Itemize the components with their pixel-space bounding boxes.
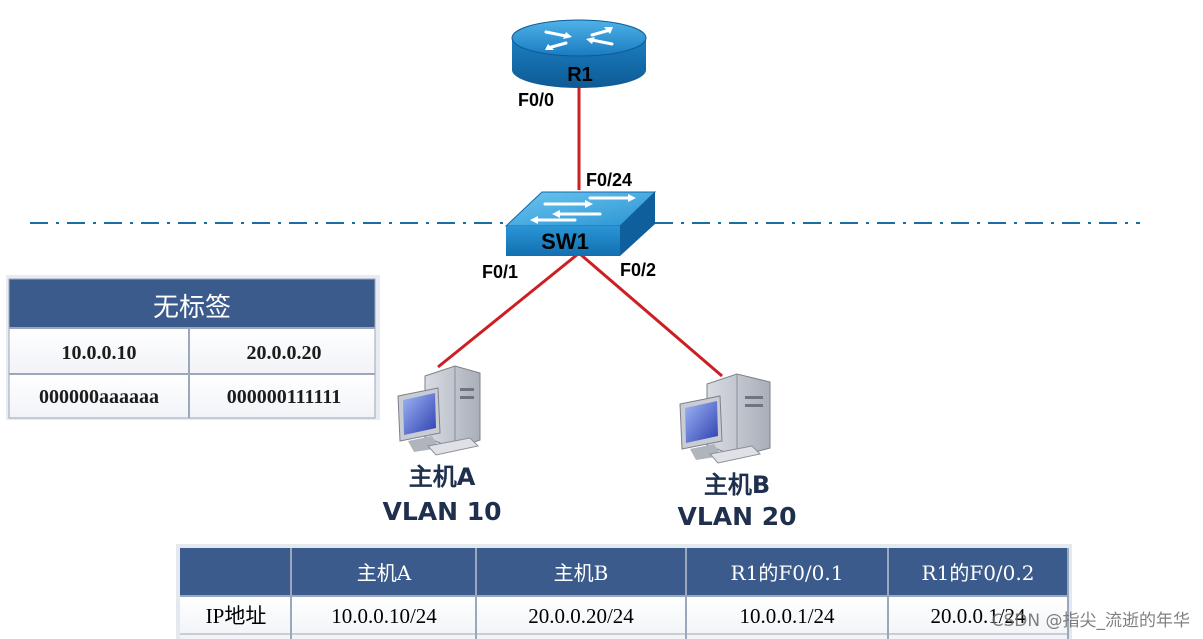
router-port-label: F0/0: [518, 90, 554, 110]
link-sw1-hostb: [579, 252, 723, 378]
ip-table-header-host-b: 主机B: [554, 561, 609, 585]
host-a-vlan: VLAN 10: [382, 497, 501, 526]
untagged-table-title: 无标签: [153, 293, 231, 323]
switch-name: SW1: [541, 229, 589, 254]
untagged-cell-r1c2: 20.0.0.20: [247, 342, 322, 364]
ip-table-row-label: IP地址: [206, 604, 267, 628]
ip-table-cell-r1-sub1: 10.0.0.1/24: [739, 604, 835, 628]
switch-icon[interactable]: SW1: [504, 191, 657, 256]
ip-table-header-r1-sub1: R1的F0/0.1: [731, 561, 844, 585]
untagged-table: 无标签 10.0.0.10 20.0.0.20 000000aaaaaa 000…: [6, 275, 380, 420]
ip-table-cell-host-a: 10.0.0.10/24: [331, 604, 437, 628]
switch-port-uplink: F0/24: [586, 170, 632, 190]
computer-icon-host-a[interactable]: [397, 365, 481, 456]
host-a-name: 主机A: [409, 463, 476, 491]
router-icon[interactable]: R1: [511, 19, 647, 88]
untagged-cell-r2c2: 000000111111: [227, 386, 341, 408]
switch-port-a: F0/1: [482, 262, 518, 282]
router-name: R1: [567, 64, 593, 86]
ip-table-cell-r1-sub2: 20.0.0.1/24: [930, 604, 1026, 628]
host-b-vlan: VLAN 20: [677, 502, 796, 531]
link-sw1-hosta: [437, 252, 579, 369]
untagged-cell-r1c1: 10.0.0.10: [62, 342, 137, 364]
watermark: CSDN @指尖_流逝的年华: [992, 611, 1190, 631]
untagged-cell-r2c1: 000000aaaaaa: [39, 386, 159, 408]
host-b-name: 主机B: [704, 471, 770, 499]
ip-table-cell-host-b: 20.0.0.20/24: [528, 604, 634, 628]
ip-table-header-r1-sub2: R1的F0/0.2: [922, 561, 1035, 585]
computer-icon-host-b[interactable]: [679, 373, 771, 464]
ip-address-table: 主机A 主机B R1的F0/0.1 R1的F0/0.2 IP地址 10.0.0.…: [176, 544, 1072, 639]
ip-table-header-host-a: 主机A: [357, 561, 412, 585]
switch-port-b: F0/2: [620, 260, 656, 280]
